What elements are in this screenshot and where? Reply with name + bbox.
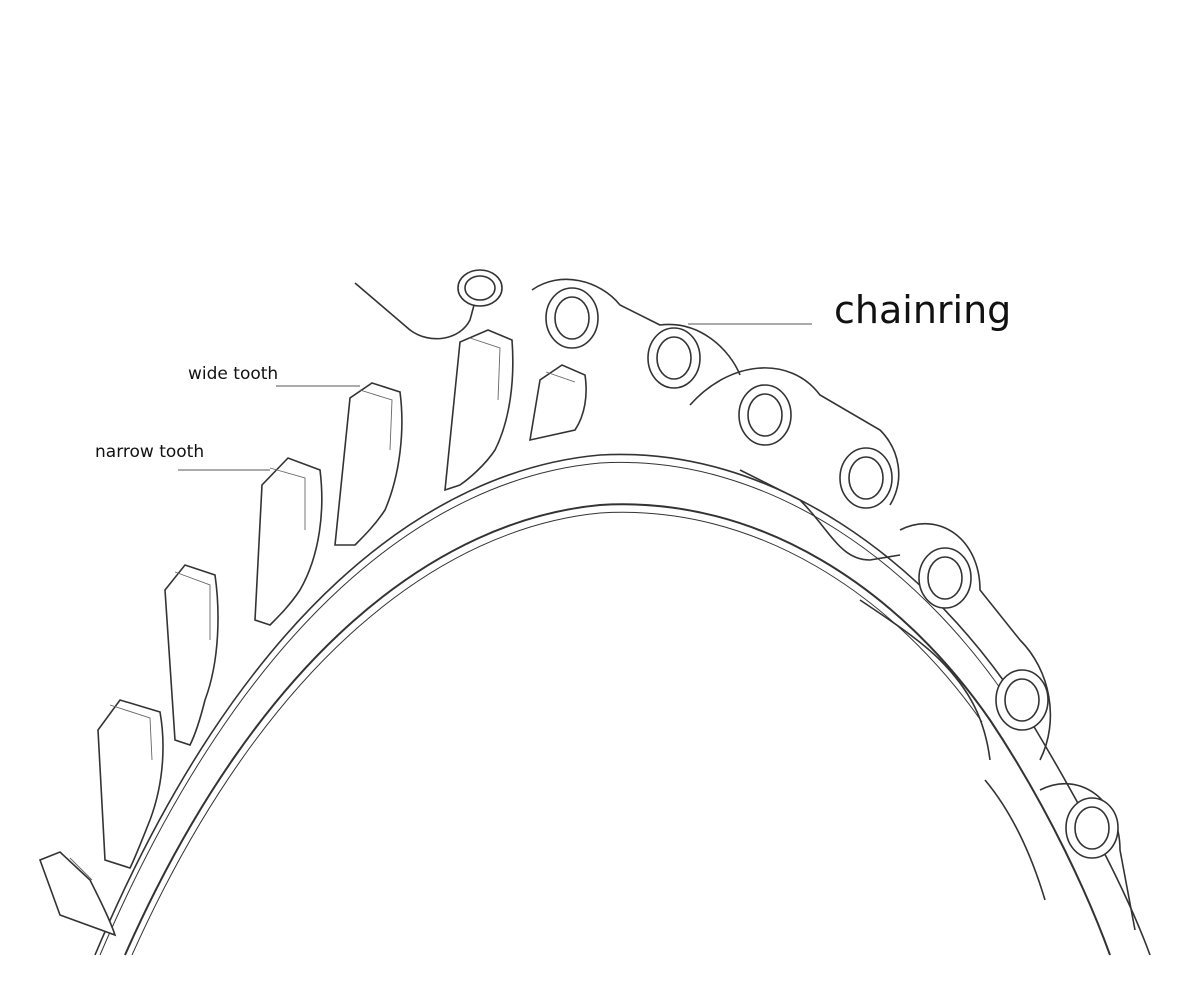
chainring-inner-rim (124, 503, 1111, 956)
chain-rollers (457, 269, 1119, 859)
chainring-teeth (38, 329, 587, 937)
chain-roller (457, 269, 503, 307)
chain (354, 278, 1136, 931)
leader-lines (178, 323, 812, 471)
chain-roller (918, 547, 972, 609)
chainring-outer-rim-edge (99, 461, 1025, 956)
chain-plate (531, 278, 741, 376)
tooth-facet-lines (69, 337, 576, 881)
chainring-label: chainring (834, 288, 1012, 332)
tooth-wide (97, 699, 164, 869)
chainring-outer-rim (94, 453, 1151, 956)
chain-roller (545, 287, 599, 349)
chain-plate (984, 779, 1046, 901)
chain-plate (899, 522, 1052, 761)
chain-roller (1065, 797, 1119, 859)
tooth-narrow (529, 364, 587, 442)
tooth-narrow (164, 564, 219, 746)
tooth-narrow (38, 851, 117, 937)
chain-plate (1039, 782, 1136, 931)
tooth-wide (254, 457, 323, 626)
chainring-inner-rim-edge (131, 511, 983, 956)
chain-roller (995, 669, 1049, 731)
chain-plate (739, 469, 901, 561)
chain-plate (859, 599, 991, 761)
wide-tooth-label: wide tooth (188, 364, 279, 384)
narrow-tooth-label: narrow tooth (95, 442, 205, 462)
chain-roller (647, 327, 701, 389)
chain-roller (738, 384, 792, 446)
chain-roller (839, 447, 893, 509)
chain-plate (689, 367, 900, 506)
tooth-narrow (334, 382, 403, 546)
chainring-body (94, 453, 1151, 956)
chain-plate (354, 282, 481, 340)
tooth-wide (444, 329, 514, 492)
